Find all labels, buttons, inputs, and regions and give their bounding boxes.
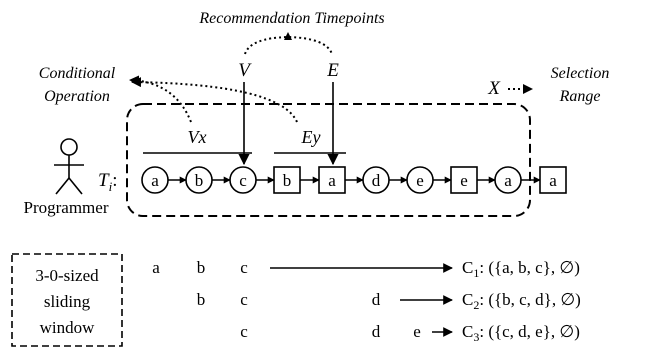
- candidate1-label: C1: ({a, b, c}, ∅): [462, 258, 580, 280]
- sequence-node-square: a: [318, 166, 346, 194]
- window-row1-item: a: [152, 258, 160, 277]
- t-subscript: i: [109, 179, 113, 194]
- t-label: Ti:: [98, 170, 117, 194]
- conditional-operation-line2: Operation: [44, 88, 110, 105]
- sequence-node-label: d: [372, 171, 381, 190]
- vx-dotted-arrow: [129, 75, 192, 123]
- sequence-node-circle: b: [185, 166, 213, 194]
- x-label: X: [487, 78, 501, 99]
- timepoints-arrowhead: [284, 32, 292, 40]
- window-row2-item: c: [240, 290, 248, 309]
- sliding-window-line3: window: [40, 318, 96, 337]
- selection-range-line1: Selection: [551, 65, 610, 82]
- sliding-window-line1: 3-0-sized: [35, 266, 99, 285]
- window-row1-item: b: [197, 258, 206, 277]
- sequence-node-circle: d: [362, 166, 390, 194]
- sequence-node-label: a: [328, 171, 336, 190]
- timepoints-dotted-connector: [244, 35, 333, 55]
- sequence-node-label: c: [239, 171, 247, 190]
- window-row2-item: d: [372, 290, 381, 309]
- sequence-node-circle: a: [141, 166, 169, 194]
- vx-label: Vx: [188, 127, 207, 147]
- sequence-node-square: e: [450, 166, 478, 194]
- sequence-node-label: e: [416, 171, 424, 190]
- window-row3-item: e: [413, 322, 421, 341]
- sequence-node-label: a: [151, 171, 159, 190]
- v-label: V: [238, 60, 252, 81]
- window-row3-item: d: [372, 322, 381, 341]
- sequence-node-square: a: [539, 166, 567, 194]
- selection-range-box: [126, 103, 531, 217]
- timepoints-title: Recommendation Timepoints: [198, 10, 384, 27]
- ey-label: Ey: [301, 127, 321, 147]
- sequence-node-circle: c: [229, 166, 257, 194]
- conditional-operation-line1: Conditional: [39, 65, 116, 82]
- node-square-shape: [539, 166, 567, 194]
- sequence-node-label: e: [460, 171, 468, 190]
- ey-dotted-arrow: [131, 77, 298, 123]
- node-square-shape: [450, 166, 478, 194]
- window-row2-item: b: [197, 290, 206, 309]
- programmer-label: Programmer: [24, 198, 109, 217]
- sequence-node-circle: e: [406, 166, 434, 194]
- sequence-node-label: a: [504, 171, 512, 190]
- sequence-node-circle: a: [494, 166, 522, 194]
- candidate2-label: C2: ({b, c, d}, ∅): [462, 290, 581, 312]
- sequence-node-label: b: [195, 171, 204, 190]
- window-row3-item: c: [240, 322, 248, 341]
- sequence-node-label: b: [283, 171, 292, 190]
- sequence-node-square: b: [273, 166, 301, 194]
- node-square-shape: [318, 166, 346, 194]
- sequence-node-label: a: [549, 171, 557, 190]
- programmer-icon: [54, 138, 84, 195]
- sliding-window-line2: sliding: [44, 292, 91, 311]
- selection-range-line2: Range: [559, 88, 601, 105]
- candidate3-label: C3: ({c, d, e}, ∅): [462, 322, 580, 344]
- e-label: E: [326, 60, 339, 81]
- sliding-window-box: [11, 253, 123, 347]
- window-row1-item: c: [240, 258, 248, 277]
